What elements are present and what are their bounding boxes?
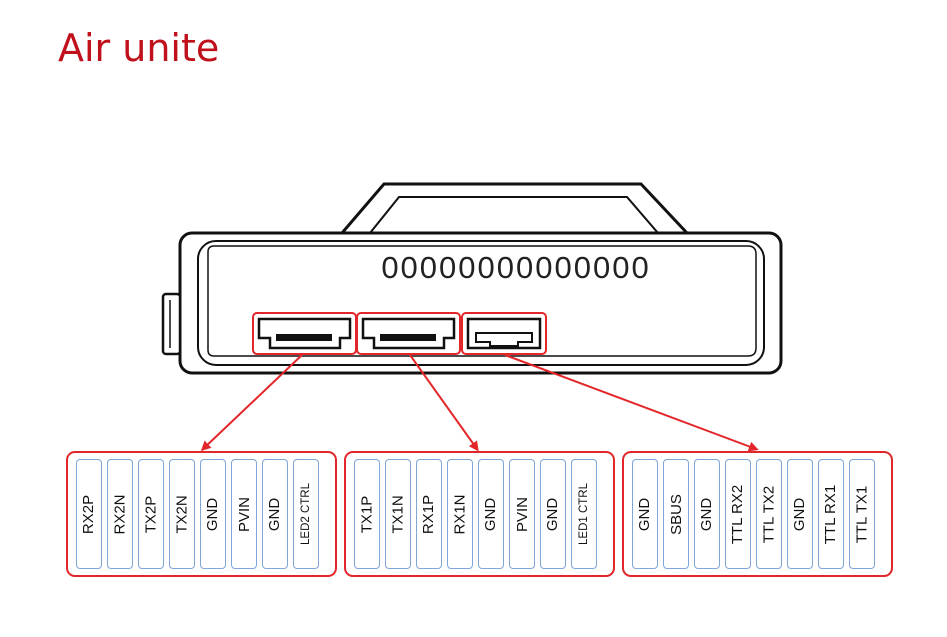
pin-label: GND xyxy=(262,459,288,569)
pin-label: GND xyxy=(694,459,720,569)
pin-label: TTL RX2 xyxy=(725,459,751,569)
pin-label: TTL RX1 xyxy=(818,459,844,569)
pin-label: TX1N xyxy=(385,459,411,569)
arrow-connector-1 xyxy=(200,354,303,452)
pin-label: GND xyxy=(478,459,504,569)
led-row: 00000000000000 xyxy=(381,250,650,285)
pin-label: GND xyxy=(632,459,658,569)
pin-label: TX1P xyxy=(354,459,380,569)
arrow-connector-2 xyxy=(409,354,479,452)
pin-label: RX1P xyxy=(416,459,442,569)
pin-label: GND xyxy=(200,459,226,569)
pin-label: TTL TX1 xyxy=(849,459,875,569)
pin-label: PVIN xyxy=(509,459,535,569)
pin-label: RX2P xyxy=(76,459,102,569)
pin-label: TX2N xyxy=(169,459,195,569)
arrow-connector-3 xyxy=(504,354,759,452)
pinout-group-2: TX1P TX1N RX1P RX1N GND PVIN GND LED1 CT… xyxy=(344,451,615,577)
pin-label: LED1 CTRL xyxy=(571,459,597,569)
connector-3 xyxy=(461,312,547,355)
page-title: Air unite xyxy=(58,26,220,70)
pinout-group-3: GND SBUS GND TTL RX2 TTL TX2 GND TTL RX1… xyxy=(622,451,893,577)
pin-label: SBUS xyxy=(663,459,689,569)
pin-label: LED2 CTRL xyxy=(293,459,319,569)
pinout-group-1: RX2P RX2N TX2P TX2N GND PVIN GND LED2 CT… xyxy=(66,451,337,577)
pin-label: PVIN xyxy=(231,459,257,569)
pin-label: RX2N xyxy=(107,459,133,569)
pin-label: RX1N xyxy=(447,459,473,569)
device-top-block xyxy=(338,182,691,235)
pin-label: TTL TX2 xyxy=(756,459,782,569)
connector-1 xyxy=(252,312,357,355)
pin-label: GND xyxy=(787,459,813,569)
pin-label: TX2P xyxy=(138,459,164,569)
connector-2 xyxy=(356,312,461,355)
pin-label: GND xyxy=(540,459,566,569)
